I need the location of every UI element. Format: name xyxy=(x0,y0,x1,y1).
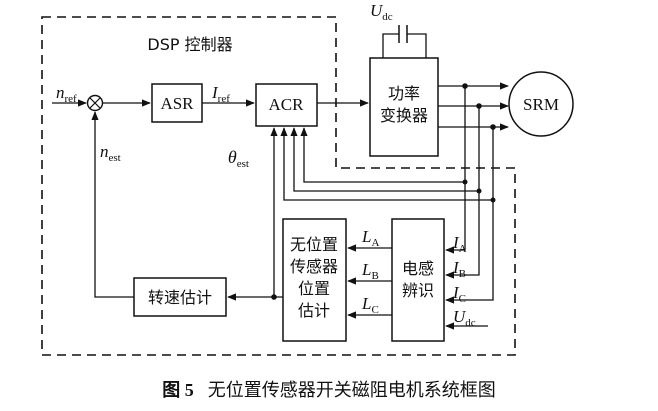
udc-input-label: Udc xyxy=(453,307,476,329)
speed-estimator-block xyxy=(133,277,227,317)
ib-feedback-wire xyxy=(445,106,480,279)
srm-motor xyxy=(508,71,574,137)
n-ref-label: nref xyxy=(56,83,77,105)
ic-feedback-wire xyxy=(445,127,494,304)
theta-est-label: θest xyxy=(228,147,249,170)
ia-feedback-wire xyxy=(445,86,466,254)
dsp-controller-label: DSP 控制器 xyxy=(147,35,232,54)
converter-label-line2: 变换器 xyxy=(380,106,428,125)
dc-capacitor xyxy=(382,25,427,58)
asr-block xyxy=(151,83,203,123)
acr-label: ACR xyxy=(269,95,305,114)
inductance-identification-block xyxy=(391,218,445,342)
n-est-label: nest xyxy=(100,142,121,164)
la-label: LA xyxy=(361,227,379,249)
estimator-label-line3: 位置 xyxy=(298,279,330,298)
identification-label-line1: 电感 xyxy=(402,259,434,278)
n-est-feedback-wire xyxy=(91,111,134,298)
estimator-label-line2: 传感器 xyxy=(290,257,338,276)
estimator-label-line4: 估计 xyxy=(298,301,330,320)
ib-to-acr xyxy=(290,127,479,192)
speed-estimator-label: 转速估计 xyxy=(148,288,212,307)
figure-title: 无位置传感器开关磁阻电机系统框图 xyxy=(208,380,496,401)
ia-label: IA xyxy=(452,233,467,255)
asr-label: ASR xyxy=(160,94,194,113)
figure-number: 图 5 xyxy=(162,380,194,400)
udc-top-label: Udc xyxy=(370,1,393,23)
position-estimator-block xyxy=(282,218,347,342)
converter-label-line1: 功率 xyxy=(388,84,420,103)
figure-caption: 图 5 无位置传感器开关磁阻电机系统框图 xyxy=(162,380,496,401)
power-converter-block xyxy=(369,57,439,157)
ia-to-acr xyxy=(300,127,465,183)
ic-to-acr xyxy=(280,127,493,201)
ic-label: IC xyxy=(452,283,466,305)
dsp-controller-boundary xyxy=(41,16,516,356)
i-ref-label: Iref xyxy=(211,83,230,105)
summing-junction xyxy=(86,94,104,112)
lb-label: LB xyxy=(361,260,379,282)
lc-label: LC xyxy=(361,294,379,316)
estimator-label-line1: 无位置 xyxy=(290,235,338,254)
ib-label: IB xyxy=(452,258,466,280)
srm-label: SRM xyxy=(523,95,559,114)
acr-block xyxy=(255,83,318,127)
identification-label-line2: 辨识 xyxy=(402,281,434,300)
